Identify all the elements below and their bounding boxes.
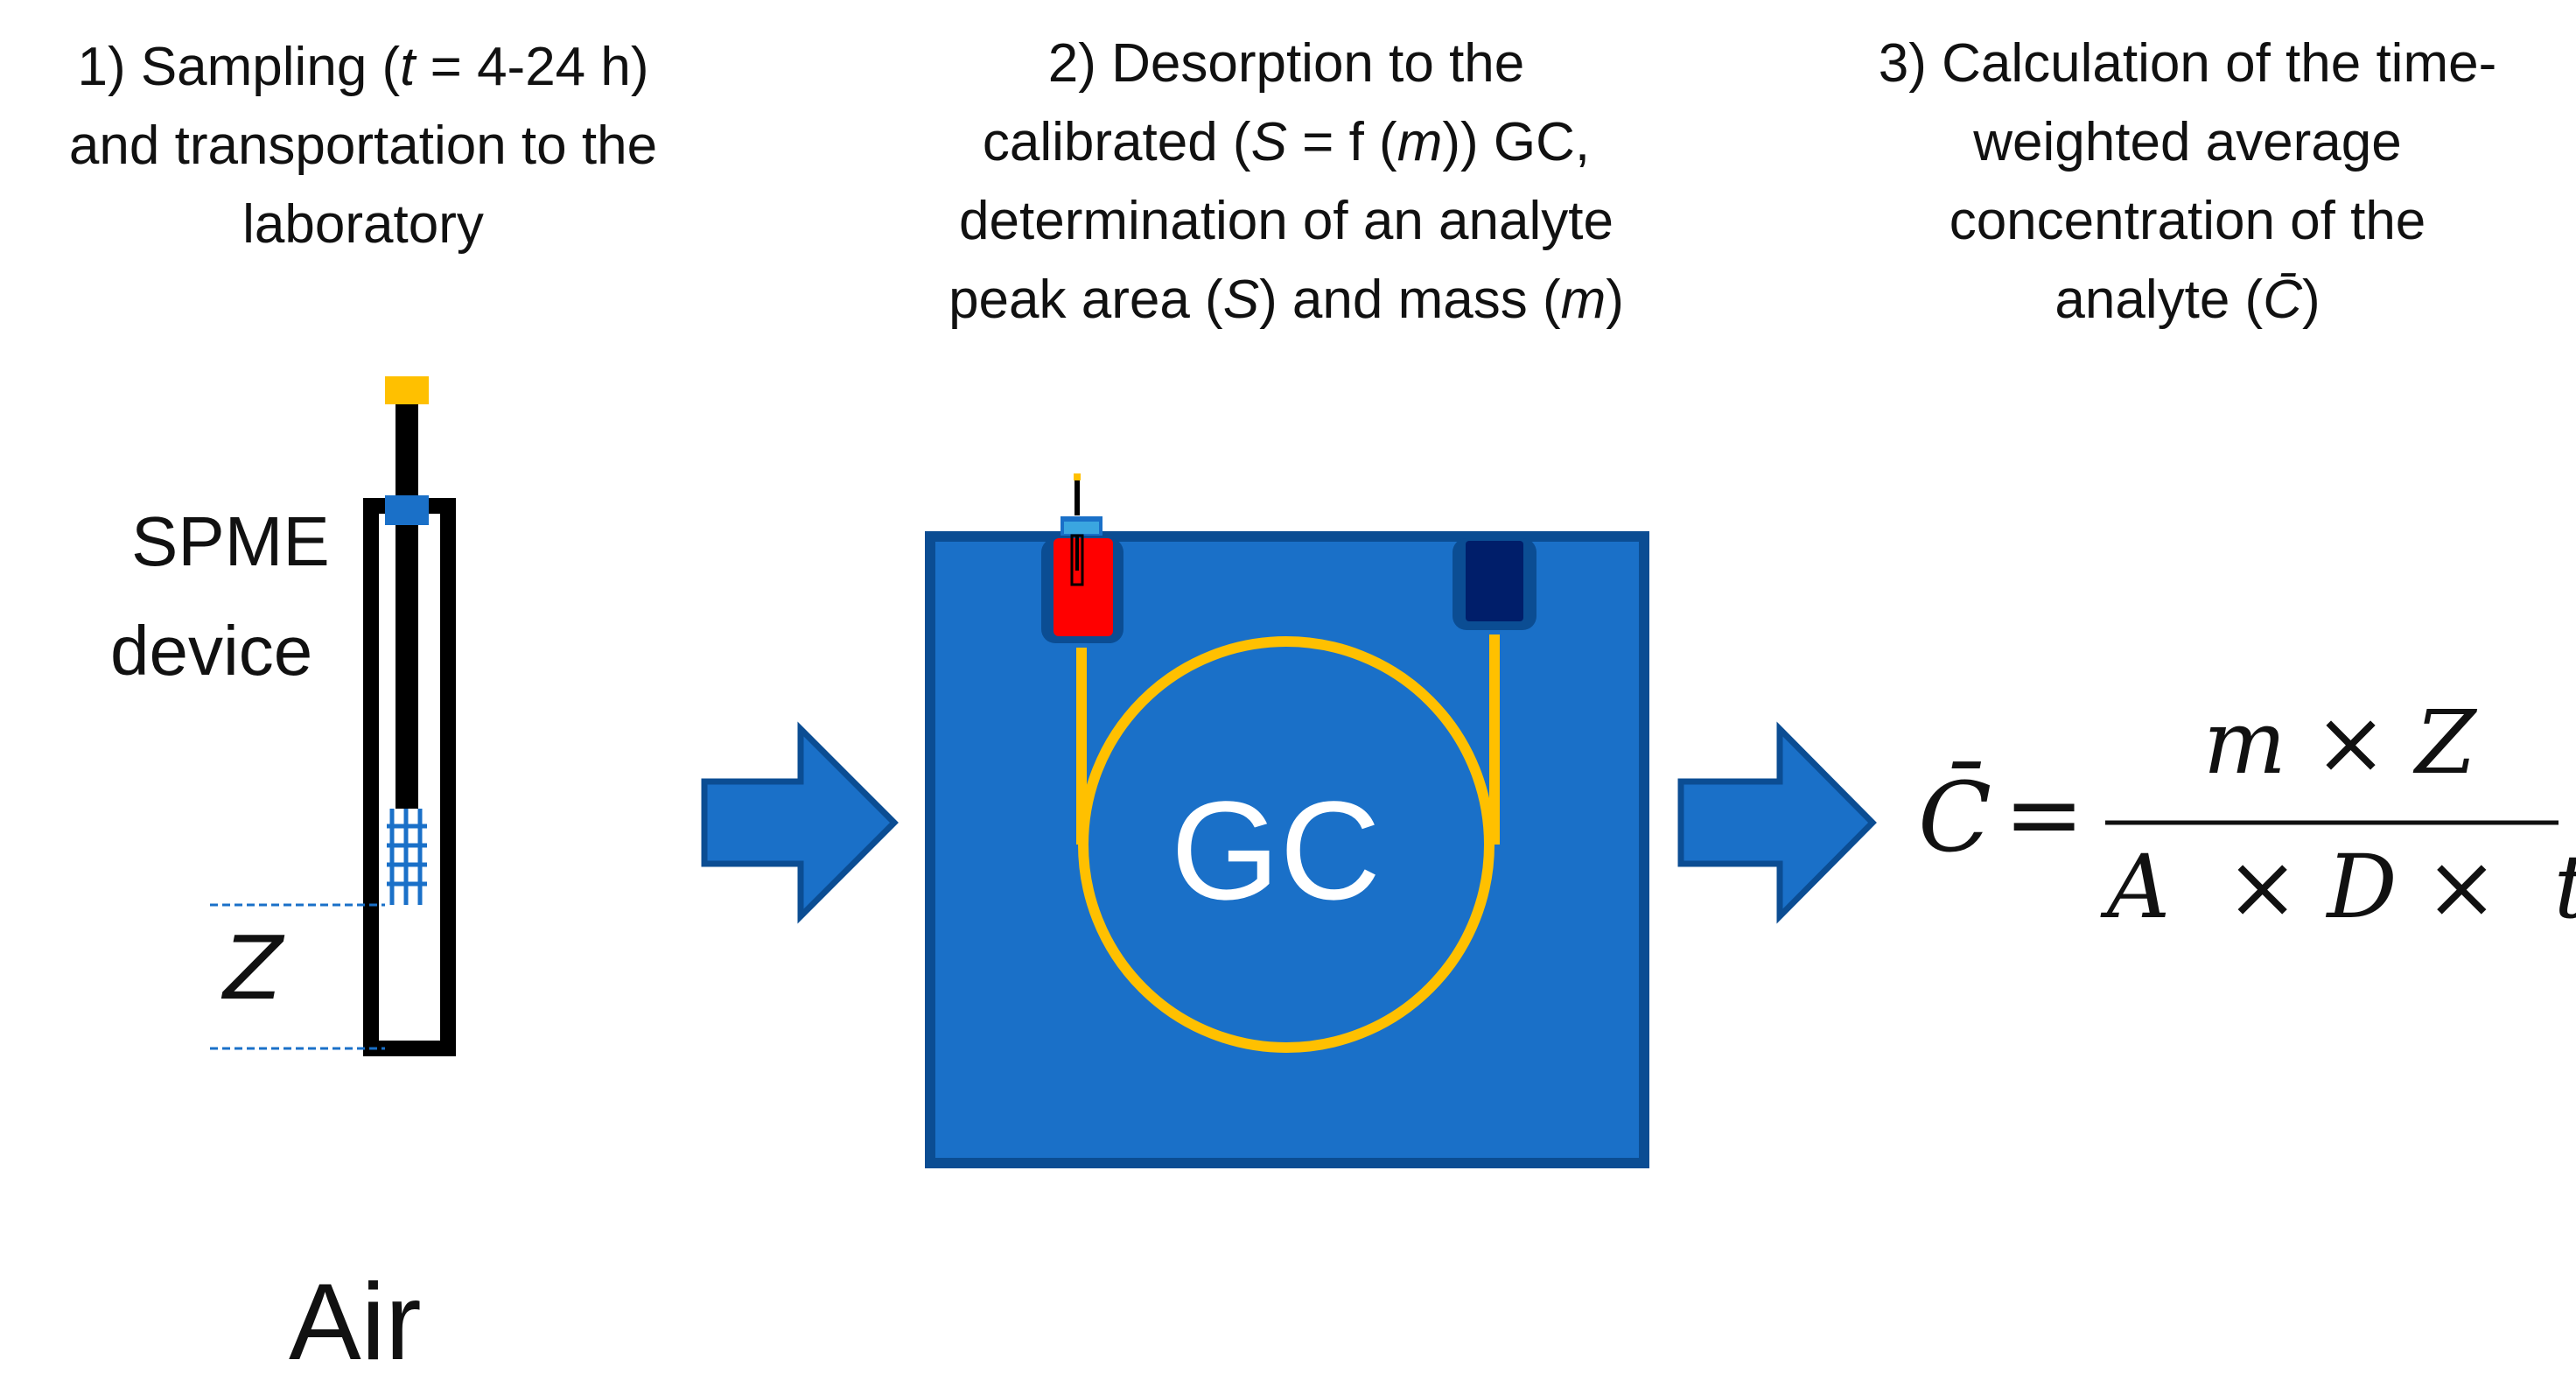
step-1-caption: 1) Sampling (t = 4-24 h) and transportati… xyxy=(0,28,726,264)
math-variable: C̄ xyxy=(2263,270,2302,330)
plunger-cap xyxy=(385,376,429,404)
math-variable: m xyxy=(1396,112,1443,172)
formula-numerator: m × Z xyxy=(2203,691,2476,794)
fiber-holder xyxy=(396,525,418,809)
injector xyxy=(1054,538,1113,636)
math-variable: S xyxy=(1222,270,1260,330)
caption-line: concentration of the xyxy=(1949,191,2426,251)
step-2-caption: 2) Desorption to the calibrated (S = f (m… xyxy=(875,25,1698,340)
spme-in-injector xyxy=(1060,473,1102,586)
needle-hub xyxy=(385,495,429,525)
math-variable: S xyxy=(1250,112,1287,172)
arrow-2 xyxy=(1677,721,1877,924)
formula-lhs: C̄ xyxy=(1918,761,1992,873)
math-variable: m xyxy=(1560,270,1606,330)
arrow-1 xyxy=(701,721,899,924)
fiber-coating xyxy=(387,809,427,905)
caption-line: and transportation to the xyxy=(68,116,658,176)
air-label: Air xyxy=(289,1262,422,1383)
caption-line: peak area (S) and mass (m) xyxy=(948,270,1624,330)
device-label-line1: SPME xyxy=(131,502,330,580)
gc-instrument xyxy=(925,473,1649,1168)
math-variable: t xyxy=(400,37,416,97)
caption-line: calibrated (S = f (m)) GC, xyxy=(982,112,1591,172)
spme-device xyxy=(210,376,456,1056)
caption-line: laboratory xyxy=(242,194,484,255)
z-label: Z xyxy=(223,917,284,1020)
device-label-line2: device xyxy=(110,612,313,690)
caption-line: determination of an analyte xyxy=(959,191,1614,251)
caption-line: 2) Desorption to the xyxy=(1047,33,1525,94)
caption-line: 3) Calculation of the time- xyxy=(1878,33,2497,94)
caption-line: analyte (C̄) xyxy=(2054,270,2320,330)
formula-denominator: A × D × t xyxy=(2107,836,2576,938)
gc-column xyxy=(1076,634,1500,1053)
detector xyxy=(1466,541,1523,621)
step-3-caption: 3) Calculation of the time-weighted aver… xyxy=(1802,25,2572,340)
caption-line: weighted average xyxy=(1973,112,2402,172)
plunger-rod xyxy=(396,404,418,501)
formula-equals: = xyxy=(2004,758,2085,870)
gc-label: GC xyxy=(1171,772,1381,929)
caption-line: 1) Sampling (t = 4-24 h) xyxy=(77,37,649,97)
